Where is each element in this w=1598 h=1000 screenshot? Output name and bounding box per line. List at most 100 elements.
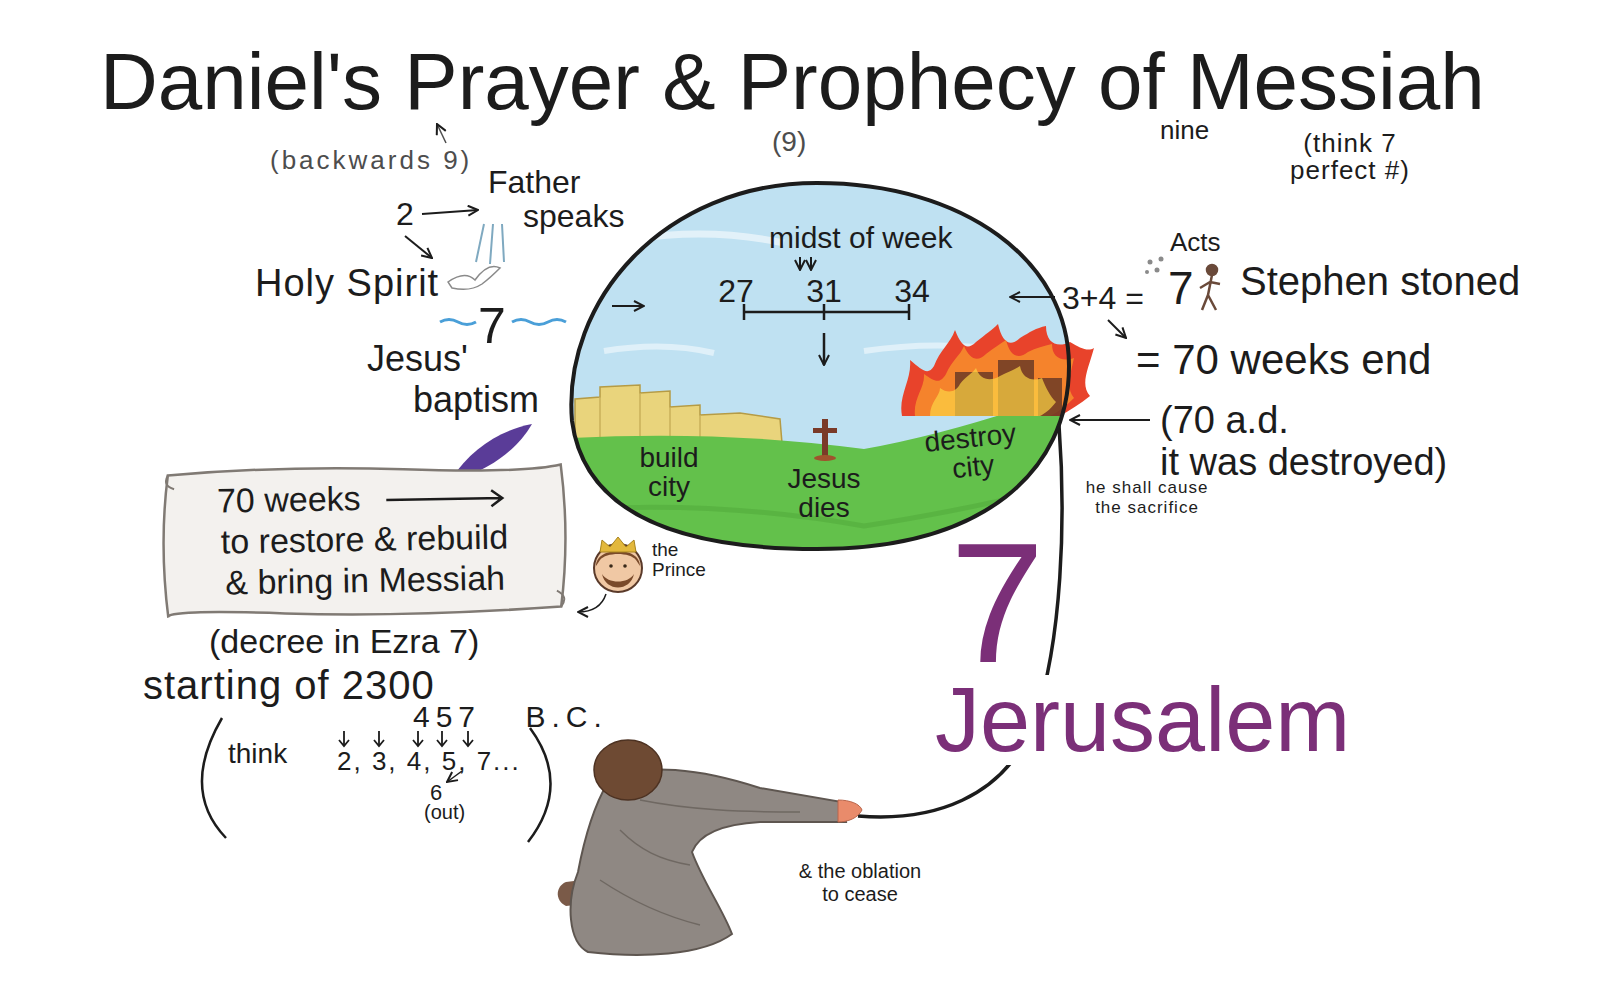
line-spacer <box>1305 400 1460 442</box>
note-text-box: Stephen stoned <box>1240 258 1520 304</box>
scroll-box: 70 weeks to restore & rebuild & bring in… <box>162 460 568 619</box>
number-list: 2, 3, 4, 5, 7... <box>337 746 521 776</box>
city-name: Jerusalem <box>935 670 1350 770</box>
kneeling-daniel <box>558 740 862 955</box>
arrow-line <box>386 490 502 508</box>
note-text: Stephen stoned <box>1240 259 1520 303</box>
small-arrow <box>437 124 446 143</box>
note-text: Father speaks <box>488 164 624 234</box>
number-list-box: 2, 3, 4, 5, 7... <box>337 747 521 777</box>
scroll-curl <box>166 469 565 614</box>
pointer-arrow <box>578 594 606 612</box>
note-text: Holy Spirit <box>255 262 439 304</box>
small-arrow <box>799 257 801 270</box>
note-text: think <box>228 738 287 769</box>
annotation: (9) <box>772 126 806 157</box>
number-label: 2 <box>396 196 414 232</box>
number-label-box: 7 <box>478 298 506 356</box>
equation: = 70 weeks end <box>1136 336 1431 383</box>
number-label: 7 <box>478 298 506 354</box>
year-number-box: 27 <box>706 273 766 310</box>
title: Daniel's Prayer & Prophecy of Messiah <box>100 37 1485 126</box>
note-text: starting of 2300 <box>143 663 435 707</box>
year-number-box: 34 <box>882 273 942 310</box>
note-text: (out) <box>424 801 465 823</box>
date-label: 457 B.C. <box>413 700 608 733</box>
line-spacer <box>366 475 517 518</box>
note-text-box: Acts <box>1170 228 1221 258</box>
arrow <box>1070 419 1150 421</box>
scene-label: Jesus dies <box>787 463 860 523</box>
scene-label: build city <box>639 442 698 502</box>
water <box>512 320 566 325</box>
verse-note: & the oblation to cease <box>799 860 921 905</box>
bracket <box>528 728 551 842</box>
annotation: nine <box>1160 115 1209 145</box>
small-arrow <box>810 257 812 270</box>
equation-box: = 70 weeks end <box>1136 336 1431 384</box>
number-label-box: 7 <box>1168 262 1194 315</box>
stephen-figure <box>1200 265 1220 310</box>
arrow <box>405 236 432 258</box>
annotation-box: (think 7 perfect #) <box>1270 130 1430 185</box>
scroll-text: 70 weeks to restore & rebuild & bring in… <box>217 479 509 601</box>
list-arrows <box>344 731 468 746</box>
scroll-text-box: 70 weeks to restore & rebuild & bring in… <box>211 475 518 603</box>
scroll-paper <box>162 464 567 618</box>
list-arrowheads <box>339 740 473 746</box>
note-text-box: (decree in Ezra 7) <box>209 622 479 661</box>
note-text: (decree in Ezra 7) <box>209 622 479 660</box>
note-text-box: Holy Spirit <box>255 262 439 306</box>
arrow <box>612 305 644 307</box>
bracket <box>202 718 226 838</box>
note-text-box: (70 a.d. it was destroyed) <box>1160 400 1460 484</box>
arrow <box>823 333 826 365</box>
flame-middle <box>915 340 1074 416</box>
year-number-box: 31 <box>794 273 854 310</box>
scene-label-box: build city <box>624 443 714 502</box>
annotation-box: nine <box>1160 116 1209 146</box>
city-walls <box>575 385 782 443</box>
annotation: (backwards 9) <box>270 145 472 175</box>
arrow <box>1108 320 1126 338</box>
date-label-box: 457 B.C. <box>413 700 608 735</box>
note-text: the Prince <box>652 539 706 580</box>
note-text-box: starting of 2300 <box>143 662 435 708</box>
note-text-box: Jesus' baptism <box>367 338 553 421</box>
scene-label-box: Jesus dies <box>769 464 879 523</box>
note-text-box: think <box>228 738 287 770</box>
year-number: 34 <box>894 273 930 309</box>
prophecy-circle: midst of week 27 31 34 build city Jesus dies d… <box>564 181 1071 551</box>
verse-note-box: he shall cause the sacrifice <box>1082 478 1212 517</box>
dove <box>448 267 500 290</box>
flame-inner <box>930 366 1056 416</box>
cross <box>813 428 837 433</box>
big-number: 7 <box>950 508 1045 698</box>
annotation-box: (9) <box>772 126 806 158</box>
note-text: Jesus' baptism <box>367 338 539 420</box>
cross <box>822 419 828 457</box>
verse-note: he shall cause the sacrifice <box>1086 478 1209 517</box>
note-text-box: the Prince <box>652 540 718 580</box>
year-number: 27 <box>718 273 754 309</box>
scene-label: destroy city <box>923 417 1018 484</box>
equation-box: 3+4 = <box>1062 280 1144 317</box>
cross-mound <box>814 455 836 461</box>
number-label: 7 <box>1168 262 1194 314</box>
note-text-box: (out) <box>424 801 465 824</box>
prince-medallion <box>594 537 642 592</box>
cloud-streak <box>604 346 714 353</box>
title-box: Daniel's Prayer & Prophecy of Messiah <box>100 42 1485 122</box>
arrow <box>422 210 478 214</box>
annotation: (think 7 perfect #) <box>1290 128 1410 185</box>
arrow <box>1010 296 1055 298</box>
stones <box>1145 257 1164 275</box>
verse-note-box: & the oblation to cease <box>790 860 930 906</box>
note-text: (70 a.d. it was destroyed) <box>1160 399 1447 483</box>
number-label-box: 2 <box>396 196 414 233</box>
heading-text: midst of week <box>769 221 952 254</box>
city-name-box: Jerusalem <box>935 675 1350 765</box>
scene-label-box: destroy city <box>914 418 1030 488</box>
water <box>440 320 476 325</box>
